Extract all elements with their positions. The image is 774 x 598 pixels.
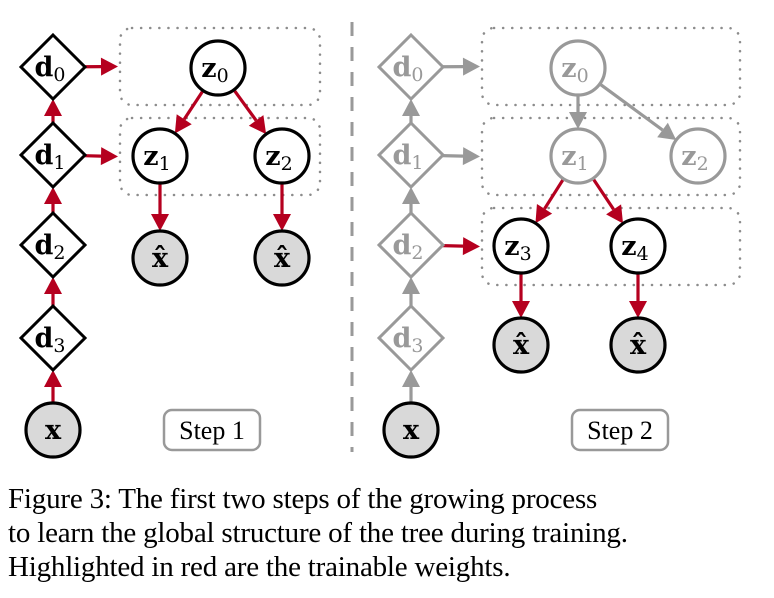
panel-1-edge-z0-to-z2: [232, 88, 267, 135]
panel-1-edge-z0-to-z1: [174, 89, 205, 134]
panel-1-node-d3: d3: [18, 303, 88, 373]
panel-2-node-d0-label: d0: [393, 52, 424, 86]
panel-2-node-xhat2-label: x̂: [630, 330, 647, 361]
panel-2-edge-z1-to-z4: [591, 177, 624, 224]
panel-1-node-xhat2-label: x̂: [274, 243, 291, 274]
panel-2-edge-z4-to-xhat2: [629, 273, 647, 318]
caption-line-2: to learn the global structure of the tre…: [8, 517, 628, 549]
panel-1-edge-z1-to-xhat1: [151, 183, 169, 231]
panel-2-node-d3: d3: [376, 303, 446, 373]
panel-2-node-x-label: x: [403, 415, 420, 446]
panel-2-node-z4-label: z4: [621, 231, 648, 265]
panel-2-edge-z0-to-z2: [598, 82, 677, 141]
panel-2-node-xhat1-label: x̂: [513, 330, 530, 361]
panel-2-edge-d2-to-d1: [402, 187, 420, 213]
panel-2-node-d0: d0: [376, 32, 446, 102]
panel-1-node-z0-label: z0: [201, 53, 228, 87]
panel-1-node-d2-label: d2: [35, 230, 66, 264]
panel-2-node-z0-label: z0: [561, 53, 588, 87]
panel-1-node-xhat1: x̂: [131, 229, 189, 287]
panel-1-edge-d2-to-d1: [44, 187, 62, 213]
panel-1-node-x-label: x: [45, 415, 62, 446]
panel-1-edge-d1-to-d0: [44, 99, 62, 123]
panel-1-node-d2: d2: [18, 210, 88, 280]
panel-2-edge-d1-to-d0: [402, 99, 420, 123]
panel-2-node-xhat1: x̂: [492, 316, 550, 374]
panel-1-node-d3-label: d3: [35, 323, 66, 357]
panel-2-node-d1-label: d1: [393, 140, 424, 174]
panel-1-edge-d1-to-group1: [84, 147, 118, 166]
panel-2-node-d1: d1: [376, 120, 446, 190]
panel-2-node-z3-label: z3: [504, 231, 531, 265]
panel-2-node-z3: z3: [492, 217, 550, 275]
panel-1-node-x: x: [24, 401, 82, 459]
panel-2-node-z1-label: z1: [561, 141, 588, 175]
panel-1-group-box-0: [118, 26, 322, 107]
panel-1-node-xhat1-label: x̂: [152, 243, 169, 274]
panel-2-node-z2-label: z2: [681, 141, 708, 175]
growing-process-diagram: d0 d1 d2 d3 x z0 z1 z2 x̂ x̂ Step 1 d0 d1 d2 d3 x z0 z1 z2…: [18, 22, 742, 459]
panel-1-node-z0: z0: [189, 39, 247, 97]
panel-1-edge-d3-to-d2: [44, 277, 62, 306]
panel-1-node-z2: z2: [253, 127, 311, 185]
panel-2-node-z4: z4: [609, 217, 667, 275]
panel-2-node-z1: z1: [549, 127, 607, 185]
panel-1-node-d1-label: d1: [35, 140, 66, 174]
panel-2-edge-d3-to-d2: [402, 277, 420, 306]
panel-1-step-text: Step 1: [179, 416, 245, 445]
panel-2-edge-d2-to-group2: [442, 237, 480, 256]
panel-2-edge-z0-to-z1: [569, 95, 587, 129]
panel-1-group-box-1: [118, 116, 322, 197]
panel-1-node-d0: d0: [18, 32, 88, 102]
panel-2-edge-z3-to-xhat1: [512, 273, 530, 318]
panel-2-node-d2: d2: [376, 210, 446, 280]
panel-1-edge-z2-to-xhat2: [273, 183, 291, 231]
caption-line-3: Highlighted in red are the trainable wei…: [8, 551, 511, 583]
panel-1-node-d1: d1: [18, 120, 88, 190]
panel-1-node-xhat2: x̂: [253, 229, 311, 287]
panel-2-node-xhat2: x̂: [609, 316, 667, 374]
panel-1-node-z2-label: z2: [265, 141, 292, 175]
panel-2-node-z2: z2: [669, 127, 727, 185]
panel-2-step-text: Step 2: [587, 416, 653, 445]
panel-2-step-label: Step 2: [570, 408, 670, 452]
panel-1-node-z1-label: z1: [143, 141, 170, 175]
panel-2-node-x: x: [382, 401, 440, 459]
panel-1-edge-x-to-d3: [44, 370, 62, 403]
panel-2-edge-d1-to-group1: [442, 147, 480, 166]
panel-2-node-d2-label: d2: [393, 230, 424, 264]
panel-2-edge-x-to-d3: [402, 370, 420, 403]
panel-2-edge-d0-to-group0: [442, 57, 480, 76]
panel-1-step-label: Step 1: [162, 408, 262, 452]
caption-line-1: Figure 3: The first two steps of the gro…: [8, 483, 598, 515]
panel-2-node-d3-label: d3: [393, 323, 424, 357]
figure-caption: Figure 3: The first two steps of the gro…: [8, 482, 774, 584]
panel-2-node-z0: z0: [549, 39, 607, 97]
panel-1-edge-d0-to-group0: [84, 57, 118, 76]
panel-2-edge-z1-to-z3: [535, 177, 565, 224]
panel-1-node-z1: z1: [131, 127, 189, 185]
panel-1-node-d0-label: d0: [35, 52, 66, 86]
